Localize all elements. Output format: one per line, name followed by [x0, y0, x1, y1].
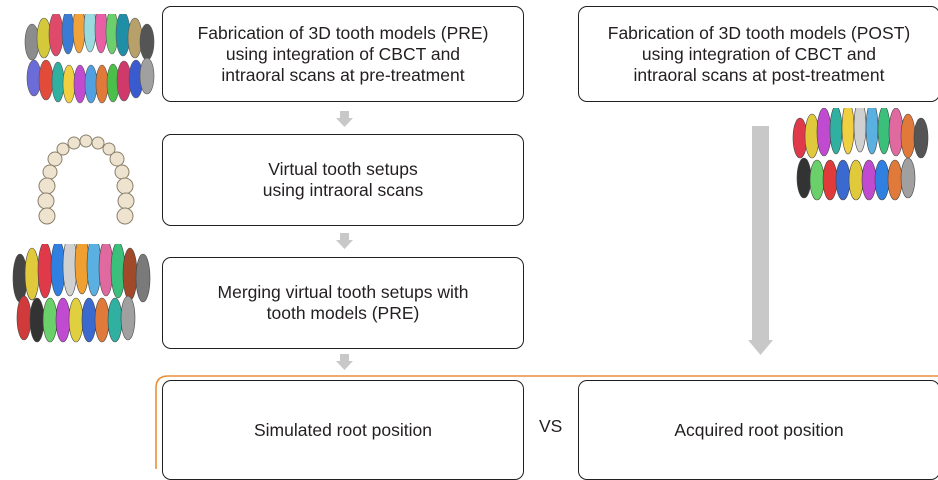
pre-treatment-models-box: Fabrication of 3D tooth models (PRE) usi… [162, 6, 524, 102]
comparison-highlight [155, 375, 938, 469]
merged-tooth-models-image [12, 244, 151, 343]
tooth-models-pre-image [24, 14, 155, 104]
arrow-setup-to-merge [336, 233, 353, 249]
arrow-pre-to-setup [336, 111, 353, 127]
simulated-root-label: Simulated root position [253, 419, 433, 440]
merging-label: Merging virtual tooth setups with tooth … [217, 282, 469, 323]
post-treatment-models-box: Fabrication of 3D tooth models (POST) us… [578, 6, 938, 102]
acquired-root-box: Acquired root position [578, 380, 938, 480]
arrow-merge-to-simulated [336, 354, 353, 370]
dental-arch-image [37, 134, 135, 225]
arrow-post-to-acquired [748, 126, 773, 355]
virtual-setup-box: Virtual tooth setups using intraoral sca… [162, 134, 524, 226]
vs-label: VS [539, 416, 563, 436]
merging-box: Merging virtual tooth setups with tooth … [162, 257, 524, 349]
flow-arrows [336, 111, 773, 370]
simulated-root-box: Simulated root position [162, 380, 524, 480]
tooth-models-post-image [792, 108, 929, 201]
post-treatment-models-label: Fabrication of 3D tooth models (POST) us… [607, 22, 911, 85]
acquired-root-label: Acquired root position [674, 419, 844, 440]
virtual-setup-label: Virtual tooth setups using intraoral sca… [262, 159, 424, 200]
pre-treatment-models-label: Fabrication of 3D tooth models (PRE) usi… [197, 22, 489, 85]
